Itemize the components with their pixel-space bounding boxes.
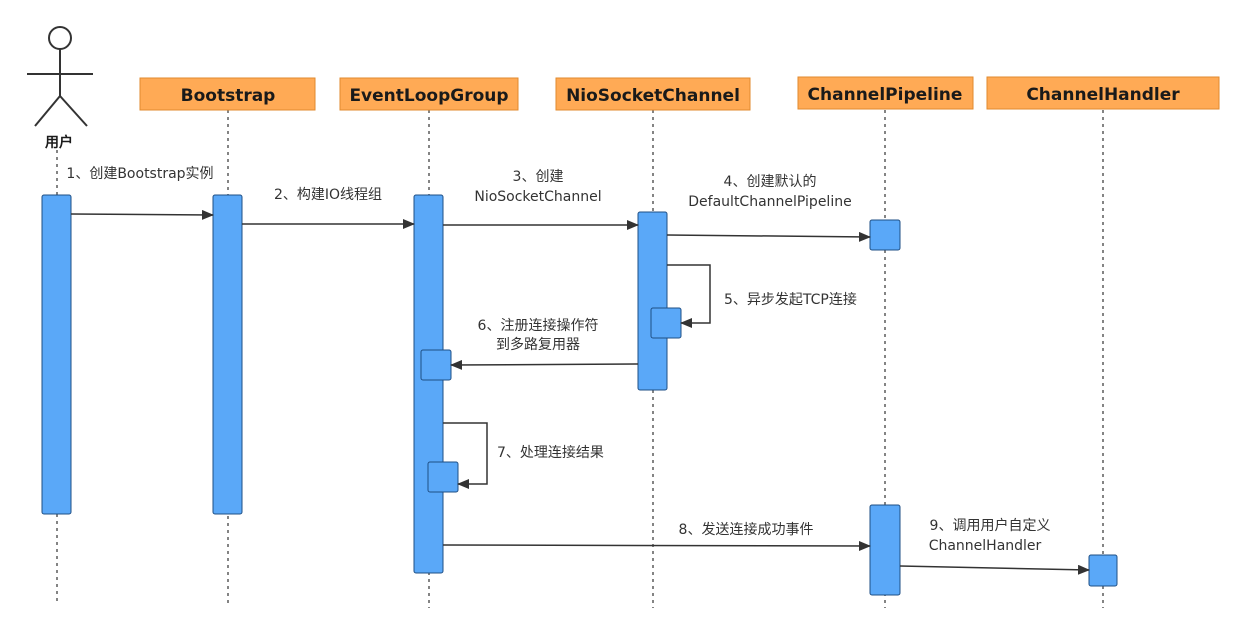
message-arrows	[70, 209, 1090, 575]
participant-channelhandler: ChannelHandler	[986, 76, 1220, 110]
activation-eventloopgroup	[413, 194, 444, 574]
participant-label: ChannelHandler	[1026, 85, 1180, 105]
message-label-4-line2: DefaultChannelPipeline	[688, 194, 851, 210]
activation-bars	[41, 194, 1118, 596]
user-actor-icon	[27, 26, 93, 127]
message-label-9: 9、调用用户自定义	[930, 517, 1051, 534]
participant-niosocketchannel: NioSocketChannel	[555, 77, 751, 111]
message-arrow-8	[442, 540, 871, 551]
participant-eventloopgroup: EventLoopGroup	[339, 77, 519, 111]
actor-label: 用户	[45, 134, 73, 151]
message-arrow-5	[667, 264, 711, 328]
message-label-7: 7、处理连接结果	[497, 444, 604, 461]
activation-channelhandler	[1088, 554, 1118, 587]
message-arrow-6	[450, 359, 639, 370]
activation-niosocketchannel	[637, 211, 668, 391]
message-label-4: 4、创建默认的	[724, 174, 817, 190]
activation-channelpipeline-small	[869, 219, 901, 251]
participant-label: ChannelPipeline	[808, 85, 963, 105]
message-label-9-line2: ChannelHandler	[929, 538, 1042, 554]
activation-user	[41, 194, 72, 515]
activation-eventloopgroup-register	[420, 349, 452, 381]
participant-channelpipeline: ChannelPipeline	[797, 76, 974, 110]
participant-label: EventLoopGroup	[349, 86, 508, 106]
message-label-5: 5、异步发起TCP连接	[724, 291, 857, 308]
participant-label: Bootstrap	[181, 86, 276, 106]
participant-label: NioSocketChannel	[566, 86, 740, 106]
message-labels: 1、创建Bootstrap实例 2、构建IO线程组 3、创建 NioSocket…	[66, 166, 1050, 554]
activation-channelpipeline	[869, 504, 901, 596]
message-label-6: 6、注册连接操作符	[478, 317, 599, 334]
activation-niosocketchannel-self	[650, 307, 682, 339]
message-arrow-4	[666, 231, 871, 242]
message-label-3: 3、创建	[513, 169, 564, 185]
message-label-6-line2: 到多路复用器	[496, 336, 580, 353]
activation-eventloopgroup-self	[427, 461, 459, 493]
message-arrow-7	[443, 422, 488, 489]
message-arrow-9	[899, 564, 1090, 575]
message-label-2: 2、构建IO线程组	[274, 187, 382, 203]
message-label-3-line2: NioSocketChannel	[474, 189, 601, 205]
activation-bootstrap	[212, 194, 243, 515]
participant-bootstrap: Bootstrap	[139, 77, 316, 111]
message-label-8: 8、发送连接成功事件	[679, 521, 814, 538]
message-arrow-1	[70, 209, 214, 220]
message-label-1: 1、创建Bootstrap实例	[66, 166, 213, 182]
